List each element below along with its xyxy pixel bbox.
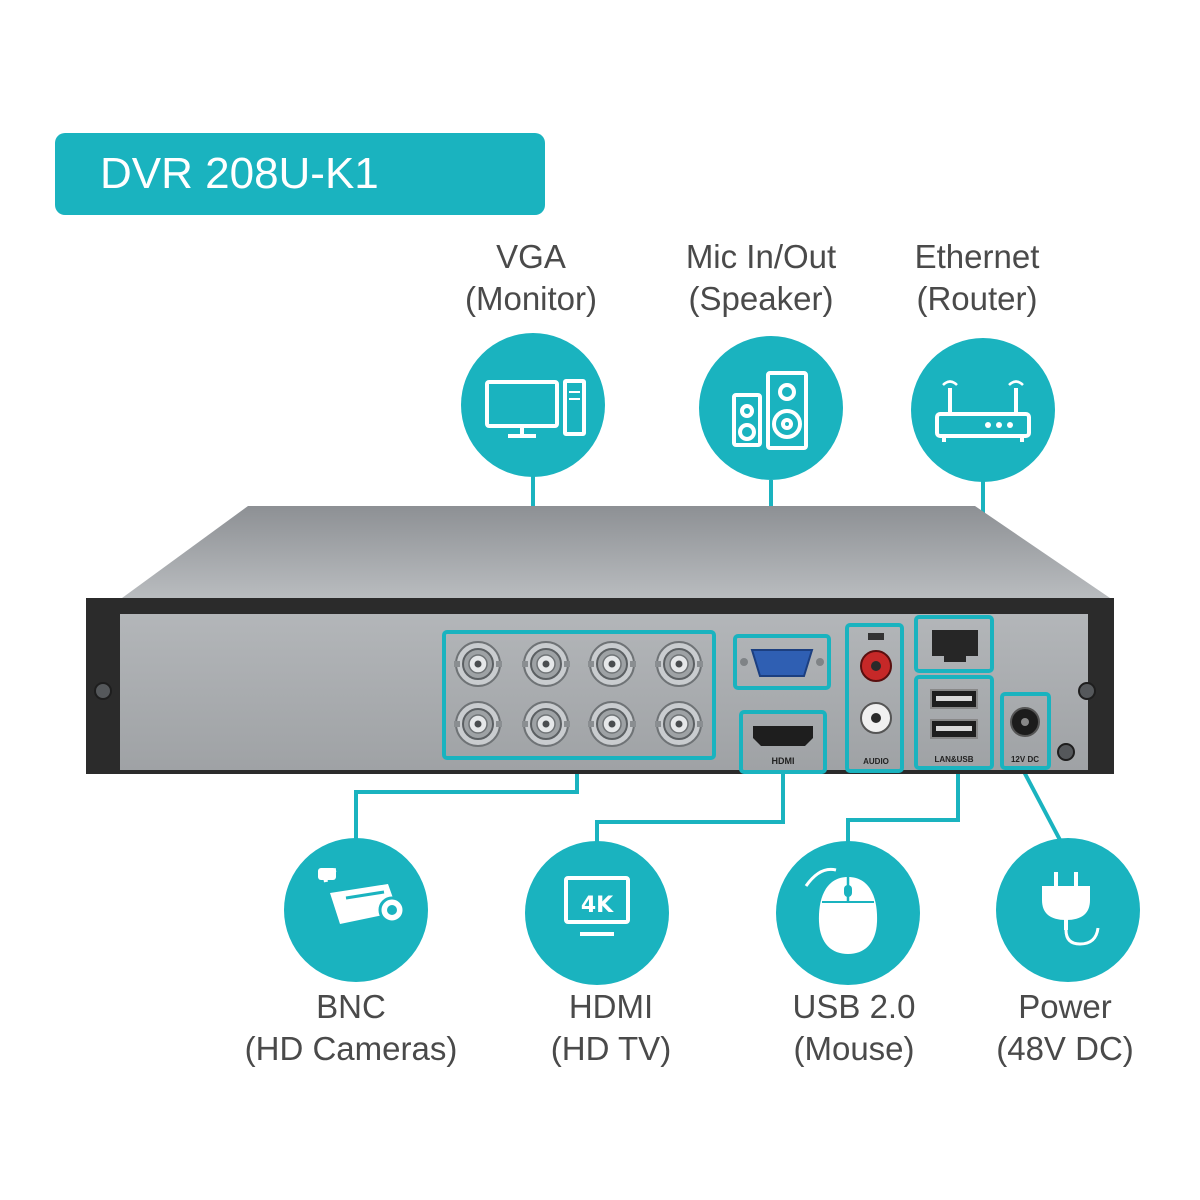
rca-pin [871,661,881,671]
label-hdmi-line2: (HD TV) [550,1030,672,1067]
label-usb-line2: (Mouse) [793,1030,915,1067]
label-usb: USB 2.0 (Mouse) [704,986,1004,1070]
hdmi-panel-label: HDMI [772,756,795,766]
hdmi-callout: 4K [525,841,669,985]
label-hdmi-line1: HDMI [568,988,654,1025]
bnc-port [587,701,637,747]
label-bnc-line2: (HD Cameras) [244,1030,458,1067]
label-power: Power (48V DC) [915,986,1200,1070]
tv-4k-icon: 4K [564,876,630,936]
bnc-port [521,641,571,687]
label-power-line1: Power [1018,988,1112,1025]
monitor-icon [485,379,586,438]
vga-callout-circle [461,333,605,477]
label-bnc-line1: BNC [316,988,386,1025]
bnc-port [654,701,704,747]
rca-pin [871,713,881,723]
vga-highlight-box [733,634,831,690]
label-mic-line2: (Speaker) [688,280,834,317]
screw [816,658,824,666]
label-usb-line1: USB 2.0 [792,988,916,1025]
bnc-port [453,701,503,747]
power-callout [996,838,1140,982]
page-title: DVR 208U-K1 [100,149,379,198]
power-pin [1021,718,1029,726]
bnc-port [587,641,637,687]
audio-panel-label: AUDIO [863,757,889,766]
router-icon [935,380,1031,442]
tv-4k-badge: 4K [581,893,614,918]
usb-port-tongue [936,726,972,731]
label-ethernet-line2: (Router) [916,280,1038,317]
label-ethernet: Ethernet (Router) [827,236,1127,320]
label-vga-line2: (Monitor) [464,280,598,317]
bnc-highlight-box [442,630,716,760]
mouse-icon [804,867,878,954]
usb-port-tongue [936,696,972,701]
lan-usb-panel-label: LAN&USB [934,755,973,764]
screw [94,682,112,700]
usb-highlight-box [914,675,994,770]
screw [740,658,748,666]
screw [1078,682,1096,700]
power-highlight-box [1000,692,1051,770]
label-ethernet-line1: Ethernet [914,238,1040,275]
ethernet-callout-circle [911,338,1055,482]
power-connector-line [1020,767,1062,841]
mic-callout-circle [699,336,843,480]
audio-highlight-box [845,623,904,773]
ground-screw [1057,743,1075,761]
vga-port [750,649,814,677]
audio-in-marker [868,633,884,640]
dvr-device: HDMI AUDIO LAN&USB 12V DC [86,506,1114,774]
hdmi-port [753,726,813,746]
hdmi-callout-circle [525,841,669,985]
mic-callout [699,336,843,480]
bnc-callout [284,838,428,982]
label-vga: VGA (Monitor) [381,236,681,320]
bnc-connector-line [354,764,579,840]
label-mic-line1: Mic In/Out [685,238,837,275]
router-lights [985,422,1013,428]
label-bnc: BNC (HD Cameras) [201,986,501,1070]
ethernet-port [932,630,978,662]
vga-callout [461,333,605,477]
device-top [122,506,1110,598]
camera-icon [318,868,406,924]
power-panel-label: 12V DC [1011,755,1039,764]
label-power-line2: (48V DC) [996,1030,1134,1067]
bnc-port [521,701,571,747]
usb-connector-line [846,768,960,846]
label-hdmi: HDMI (HD TV) [461,986,761,1070]
label-vga-line1: VGA [496,238,566,275]
title-banner [55,133,545,215]
hdmi-highlight-box [739,710,827,774]
label-mic: Mic In/Out (Speaker) [611,236,911,320]
ethernet-highlight-box [914,615,994,673]
bnc-port [654,641,704,687]
plug-icon [1042,872,1100,946]
hdmi-connector-line [595,772,785,846]
usb-callout [776,841,920,985]
ethernet-callout [911,338,1055,482]
speaker-icon [732,371,808,450]
bnc-port [453,641,503,687]
